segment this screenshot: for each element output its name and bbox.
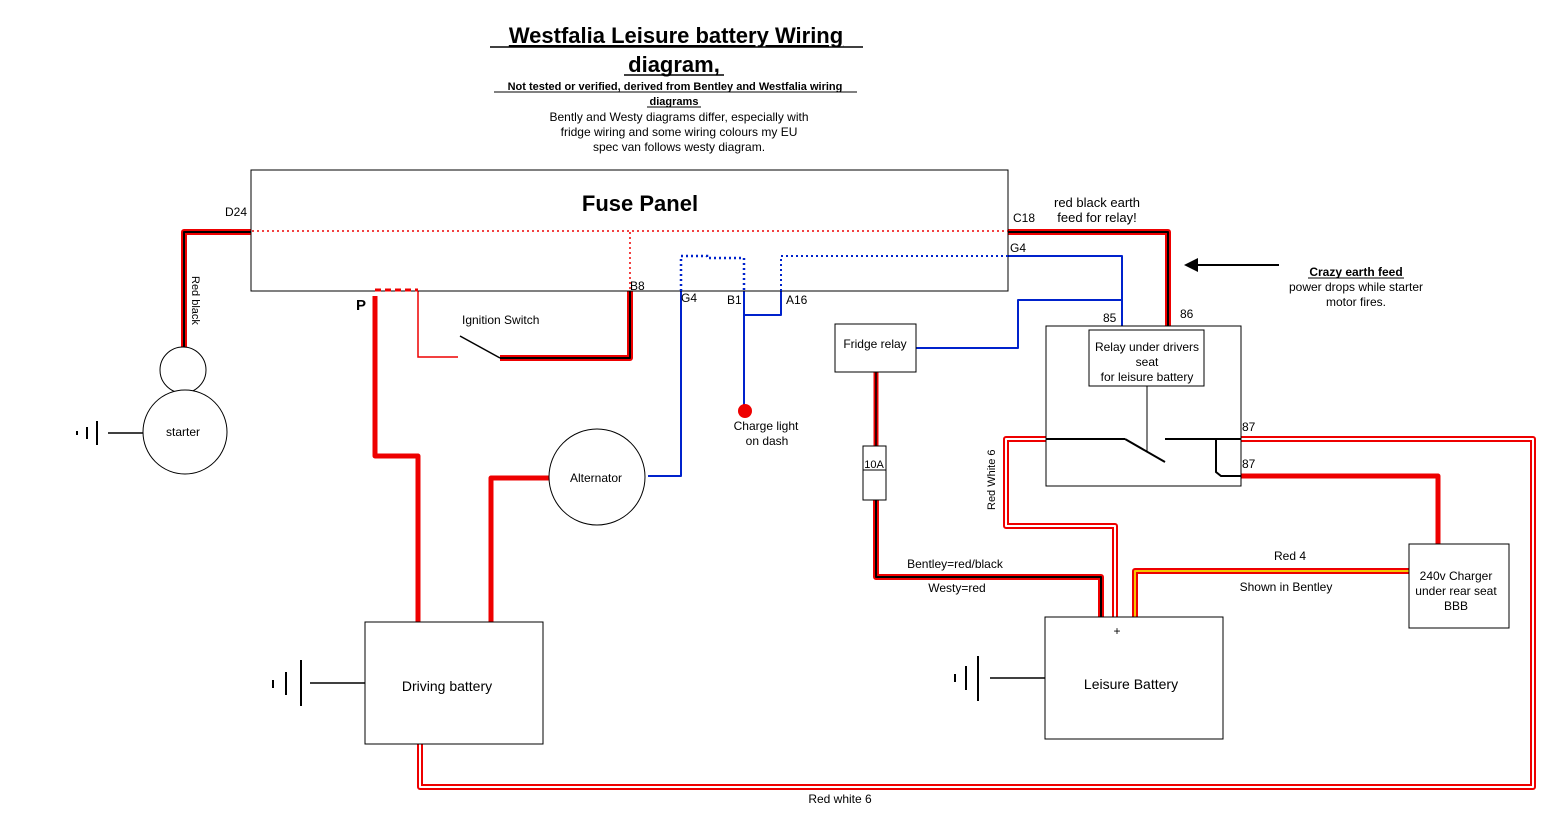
title-line-1: Westfalia Leisure battery Wiring (509, 23, 843, 48)
charger: 240v Charger under rear seat BBB (1408, 543, 1510, 629)
relay-label-3: for leisure battery (1101, 370, 1194, 384)
wire-label-red-4: Red 4 (1274, 549, 1306, 563)
earth-feed-label-1: red black earth (1054, 195, 1140, 210)
wire-label-bentley: Bentley=red/black (907, 557, 1004, 571)
fridge-wire (873, 372, 1104, 617)
charge-light-label-1: Charge light (734, 419, 799, 433)
terminal-d24: D24 (225, 205, 247, 219)
fuse-panel: Fuse Panel D24 C18 G4 B8 G4 B1 A16 P (225, 169, 1035, 314)
relay-pin-85: 85 (1103, 311, 1117, 325)
charge-light-label-2: on dash (746, 434, 789, 448)
charger-label-2: under rear seat (1415, 584, 1497, 598)
relay-label-1: Relay under drivers (1095, 340, 1199, 354)
main-red-wires (372, 296, 1441, 622)
earth-feed-label-2: feed for relay! (1057, 210, 1137, 225)
title-line-2: diagram, (628, 52, 720, 77)
red-black-wire-starter (181, 229, 252, 349)
fuse-10a: 10A (862, 445, 887, 501)
wire-label-red-black: Red black (189, 276, 201, 325)
leisure-battery-plus: + (1113, 624, 1120, 638)
fuse-panel-label: Fuse Panel (582, 191, 698, 216)
charger-label-3: BBB (1444, 599, 1468, 613)
crazy-earth-title: Crazy earth feed (1309, 265, 1402, 279)
driving-battery-label: Driving battery (402, 678, 492, 694)
fuse-10a-label: 10A (864, 459, 884, 471)
fridge-relay-label: Fridge relay (843, 337, 906, 351)
relay-pin-87b: 87 (1242, 457, 1256, 471)
charger-label-1: 240v Charger (1420, 569, 1493, 583)
alternator-label: Alternator (570, 471, 622, 485)
charge-light-icon (738, 404, 752, 418)
starter-label: starter (166, 425, 200, 439)
red-white-6-wire (417, 436, 1536, 790)
leisure-battery: Leisure Battery + (954, 616, 1224, 740)
note-line-1: Bently and Westy diagrams differ, especi… (549, 110, 808, 124)
red-4-wire (1132, 568, 1409, 617)
relay-pin-87a: 87 (1242, 420, 1256, 434)
blue-wires (648, 255, 1123, 477)
fridge-relay: Fridge relay (834, 323, 917, 373)
header: Westfalia Leisure battery Wiring diagram… (490, 23, 863, 154)
terminal-g4-bottom: G4 (681, 291, 697, 305)
relay-pin-86: 86 (1180, 307, 1194, 321)
subtitle-line-2: diagrams (650, 96, 699, 108)
terminal-b1: B1 (727, 293, 742, 307)
driving-battery: Driving battery (272, 621, 544, 745)
ignition-wire (417, 291, 633, 361)
wire-label-westy: Westy=red (928, 581, 985, 595)
wire-label-red-white-6-bottom: Red white 6 (808, 792, 872, 806)
alternator: Alternator (548, 428, 646, 526)
terminal-p: P (356, 297, 366, 314)
driving-battery-ground-icon (272, 660, 365, 706)
relay-label-2: seat (1136, 355, 1159, 369)
starter-ground-icon (76, 421, 143, 445)
charge-light: Charge light on dash (734, 404, 799, 448)
note-line-2: fridge wiring and some wiring colours my… (561, 125, 798, 139)
starter: starter (76, 346, 228, 475)
leisure-battery-ground-icon (954, 656, 1045, 701)
subtitle-line-1: Not tested or verified, derived from Ben… (508, 81, 843, 93)
terminal-c18: C18 (1013, 211, 1035, 225)
red-black-wire-relay (1008, 229, 1171, 326)
ignition-switch-label: Ignition Switch (462, 313, 539, 327)
terminal-g4-right: G4 (1010, 241, 1026, 255)
crazy-earth-line-1: power drops while starter (1289, 280, 1423, 294)
leisure-relay: Relay under drivers seat for leisure bat… (1045, 307, 1256, 487)
note-line-3: spec van follows westy diagram. (593, 140, 765, 154)
terminal-b8: B8 (630, 279, 645, 293)
wire-label-red-white-6-vertical: Red White 6 (986, 449, 998, 510)
wire-label-shown-in-bentley: Shown in Bentley (1240, 580, 1333, 594)
arrow-left-icon (1184, 258, 1198, 272)
crazy-earth-line-2: motor fires. (1326, 295, 1386, 309)
terminal-a16: A16 (786, 293, 808, 307)
crazy-earth-note: Crazy earth feed power drops while start… (1184, 258, 1423, 309)
leisure-battery-label: Leisure Battery (1084, 676, 1178, 692)
